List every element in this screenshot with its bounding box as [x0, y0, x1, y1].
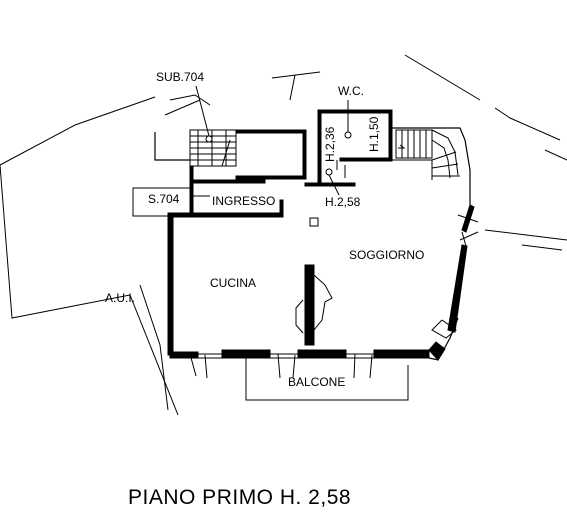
- label-s704: S.704: [148, 192, 180, 206]
- balcone: [245, 358, 409, 401]
- label-wc: W.C.: [338, 84, 364, 98]
- entry-walls: [154, 129, 307, 184]
- label-h236: H.2,36: [323, 126, 337, 162]
- label-soggiorno: SOGGIORNO: [349, 248, 424, 262]
- main-walls: [132, 182, 479, 379]
- label-aui: A.U.I.: [105, 291, 135, 305]
- label-h150: H.1,50: [367, 116, 381, 152]
- stair-sub704: [189, 85, 237, 167]
- wc-block: [304, 100, 393, 196]
- label-h258: H.2,58: [325, 195, 361, 209]
- context-lines: [0, 54, 567, 416]
- stair-right: [392, 127, 471, 205]
- label-sub704: SUB.704: [156, 70, 204, 84]
- label-balcone: BALCONE: [288, 375, 345, 389]
- plan-title: PIANO PRIMO H. 2,58: [128, 486, 351, 509]
- label-ingresso: INGRESSO: [212, 194, 275, 208]
- label-cucina: CUCINA: [210, 276, 256, 290]
